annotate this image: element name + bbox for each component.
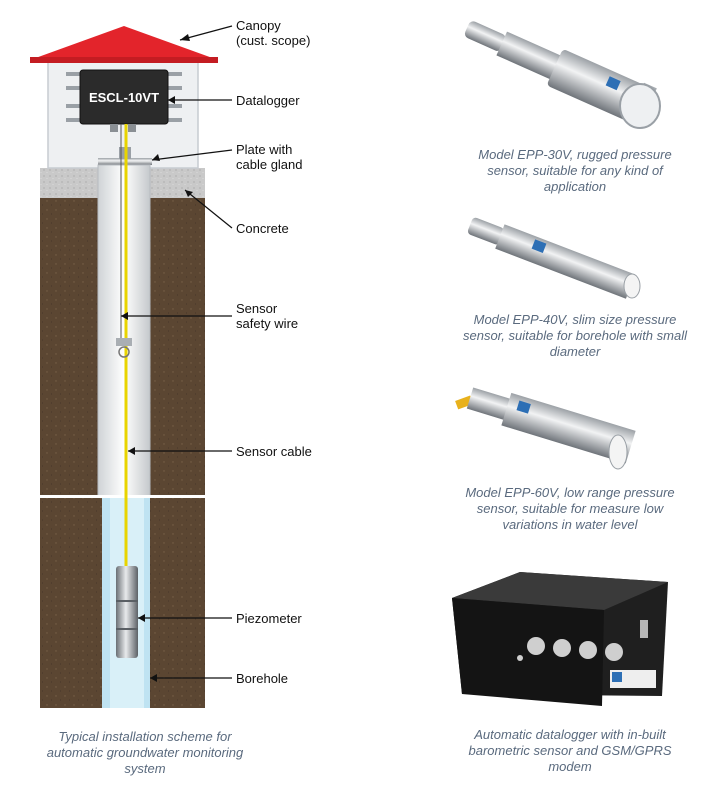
epp-30v-sensor-image <box>464 21 661 129</box>
label-piezometer: Piezometer <box>236 611 302 626</box>
datalogger-photo <box>452 572 668 706</box>
canopy-roof <box>30 26 218 60</box>
datalogger-caption: Automatic datalogger with in-built barom… <box>468 727 672 774</box>
label-sensor-cable: Sensor cable <box>236 444 312 459</box>
epp-60v-caption: Model EPP-60V, low range pressure sensor… <box>465 485 675 532</box>
datalogger-box <box>79 69 169 125</box>
label-concrete: Concrete <box>236 221 289 236</box>
epp-30v-caption: Model EPP-30V, rugged pressure sensor, s… <box>478 147 672 194</box>
epp-40v-caption: Model EPP-40V, slim size pressure sensor… <box>462 312 687 359</box>
epp-60v-sensor-image <box>455 387 636 470</box>
scheme-caption: Typical installation scheme for automati… <box>46 729 244 776</box>
piezometer-sensor <box>116 566 138 658</box>
label-canopy: Canopy(cust. scope) <box>236 18 311 48</box>
well-pipe <box>97 164 151 498</box>
label-borehole: Borehole <box>236 671 289 686</box>
datalogger-model-text: ESCL-10VT <box>89 90 159 105</box>
label-datalogger: Datalogger <box>236 93 300 108</box>
epp-40v-sensor-image <box>467 217 641 299</box>
